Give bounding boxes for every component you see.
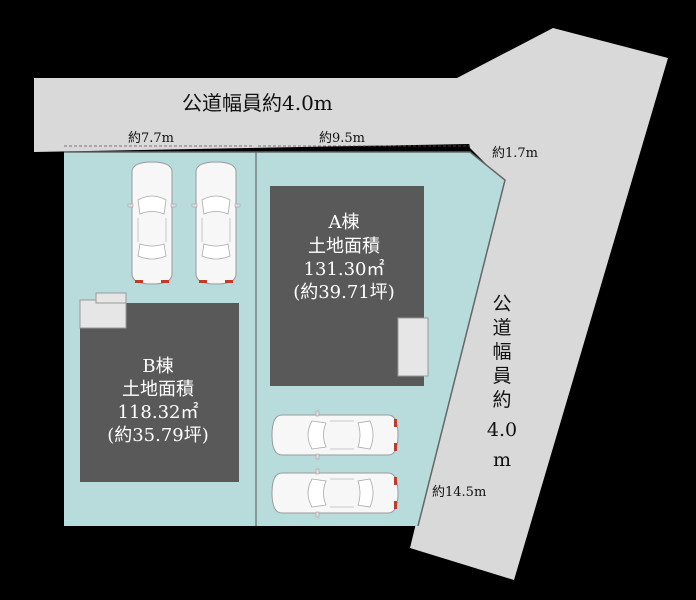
car-b-1 [127,161,177,285]
building-a-name: A棟 [328,212,360,233]
building-b-porch [95,292,127,304]
east-road-char-1: 公 [492,293,511,315]
dim-west-frontage: 約7.7m [128,131,174,146]
building-b-name: B棟 [142,356,173,377]
building-b [80,303,239,482]
dim-east-side: 約14.5m [432,485,486,500]
building-b-area-label: 土地面積 [122,379,194,400]
building-a-area-m2: 131.30㎡ [304,258,385,280]
east-road-label: 公 道 幅 員 約 4.0 m [487,293,517,471]
building-b-entrance [79,299,127,329]
north-road-shape [34,78,520,152]
dim-east-frontage: 約9.5m [319,131,365,146]
building-b-area-m2: 118.32㎡ [118,401,199,423]
east-road-char-5: 約 [492,389,511,411]
building-b-area-tsubo: (約35.79坪) [107,425,209,446]
dim-corner-cut: 約1.7m [492,146,538,161]
car-b-2 [191,161,241,285]
east-road-char-4: 員 [492,365,511,387]
east-road [410,28,668,580]
building-a-area-label: 土地面積 [308,236,380,257]
car-a-1 [271,410,399,460]
east-road-char-3: 幅 [492,341,511,363]
east-road-char-7: m [493,449,511,471]
property-boundary [64,151,506,527]
east-road-char-2: 道 [492,317,511,339]
east-road-char-6: 4.0 [487,419,517,441]
building-a-entrance [397,317,429,377]
north-road-label: 公道幅員約4.0m [182,91,333,115]
car-a-2 [271,468,399,518]
building-a-area-tsubo: (約39.71坪) [293,282,395,303]
